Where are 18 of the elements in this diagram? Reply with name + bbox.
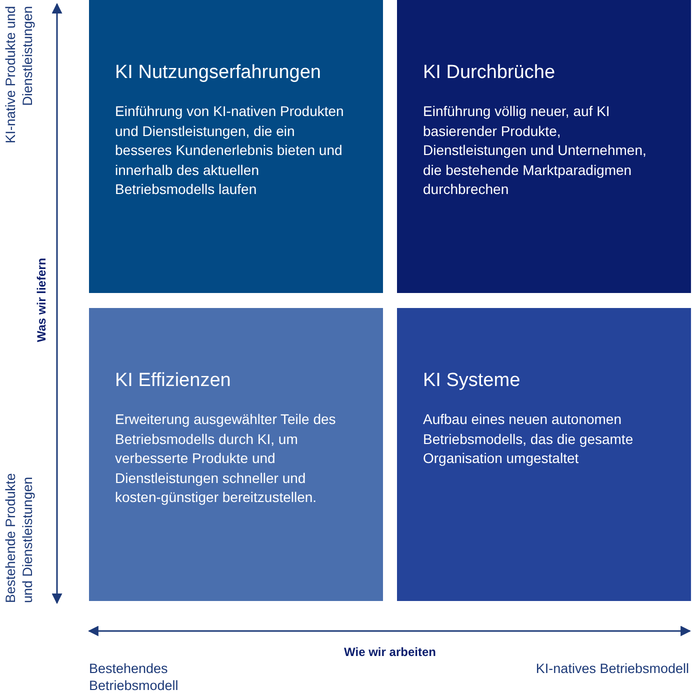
quadrant-heading: KI Systeme [423,370,520,392]
quadrant-panel [397,0,691,293]
quadrant-heading: KI Effizienzen [115,370,231,392]
axis-end-label: Bestehende Produkte und Dienstleistungen [2,472,36,603]
axis-end-label: Bestehendes Betriebsmodell [89,660,180,694]
quadrant-description: Aufbau eines neuen autonomen Betriebsmodells, das die gesamte Organisation umgestaltet [423,410,634,468]
quadrant-heading: KI Durchbrüche [423,62,556,84]
quadrant-panel [89,0,383,293]
axis-end-label: KI-native Produkte und Dienstleistungen [2,6,36,146]
quadrant-panel [397,308,691,601]
quadrant-panel [89,308,383,601]
axis-title: Wie wir arbeiten [343,644,437,661]
quadrant-heading: KI Nutzungserfahrungen [115,62,321,84]
axis-end-label: KI-natives Betriebsmodell [534,660,689,677]
axis-title: Was wir liefern [34,256,50,344]
quadrant-description: Einführung völlig neuer, auf KI basierender Produkte, Dienstleistungen und Unternehmen, die bestehende Marktparadigmen durchbrechen [423,102,648,199]
quadrant-description: Erweiterung ausgewählter Teile des Betriebsmodells durch KI, um verbesserte Produkte und Dienstleistungen schneller und kosten-günstiger bereitzustellen. [115,410,337,507]
quadrant-description: Einführung von KI-nativen Produkten und Dienstleistungen, die ein besseres Kundenerlebnis bieten und innerhalb des aktuellen Betriebsmodells laufen [115,102,345,199]
